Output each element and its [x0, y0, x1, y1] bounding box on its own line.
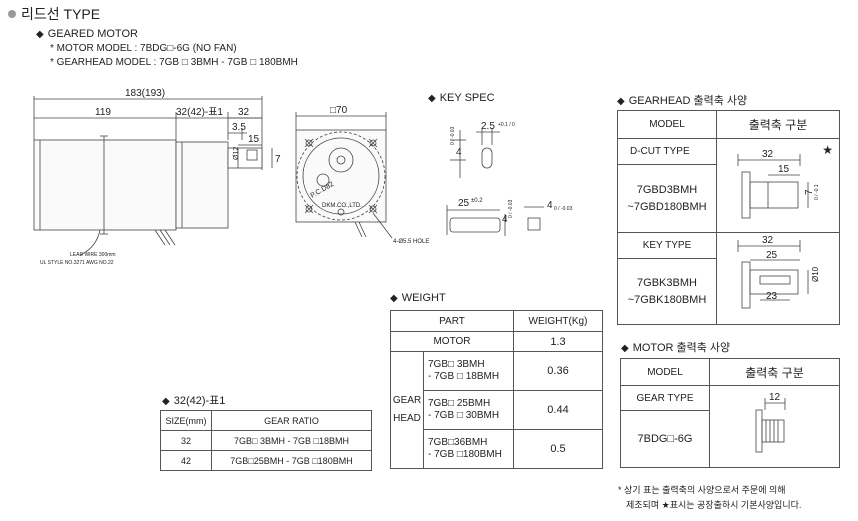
weight-row-1-line2: - 7GB □ 30BMH	[428, 410, 500, 421]
col-size: SIZE(mm)	[160, 410, 212, 431]
motor-model: 7BDG□-6G	[620, 410, 710, 468]
motor-label: MOTOR	[390, 331, 514, 352]
weight-row-0-line2: - 7GB □ 18BMH	[428, 371, 500, 382]
dim-phi12: Ø12	[233, 147, 240, 160]
key-25: 25	[458, 198, 470, 209]
motor-spec-heading-text: MOTOR 출력축 사양	[632, 342, 731, 354]
dim-3-5: 3.5	[232, 122, 246, 133]
dim-body: 119	[95, 107, 111, 118]
weight-table: PART WEIGHT(Kg) MOTOR 1.3 GEAR HEAD 7GB□…	[390, 310, 603, 469]
ratio-row-0-size: 32	[160, 430, 212, 451]
weight-row-0-value: 0.36	[513, 351, 603, 391]
col-spec: 출력축 구분	[716, 110, 840, 139]
col-ratio: GEAR RATIO	[211, 410, 372, 431]
dim-15: 15	[248, 134, 260, 145]
key-type-label: KEY TYPE	[617, 232, 717, 259]
gearhead-spec-heading-text: GEARHEAD 출력축 사양	[628, 95, 748, 107]
key-4c: 4	[547, 200, 553, 211]
weight-row-2-line1: 7GB□36BMH	[428, 437, 488, 448]
motor-model-line: * MOTOR MODEL : 7BDG□-6G (NO FAN)	[50, 43, 237, 54]
motor-shaft-cell	[709, 385, 840, 468]
diamond-icon: ◆	[36, 29, 44, 40]
lead-wire-2: UL STYLE NO.3271 AWG NO.22	[40, 260, 114, 266]
gear-ratio-table: SIZE(mm) GEAR RATIO 32 7GB□ 3BMH - 7GB □…	[160, 410, 372, 471]
motor-weight: 1.3	[513, 331, 603, 352]
key-tol-4c: 0 / -0.03	[554, 206, 573, 212]
gear-label-2: HEAD	[393, 413, 421, 424]
dcut-star: ★	[716, 138, 840, 233]
weight-heading-text: WEIGHT	[401, 292, 446, 304]
key-spec-heading-text: KEY SPEC	[439, 92, 495, 104]
diamond-icon: ◆	[162, 396, 170, 407]
key-tol-4a: 0 / -0.03	[450, 126, 456, 145]
gearhead-label: GEAR HEAD	[390, 351, 424, 469]
key-tol-4b: 0 / -0.03	[508, 199, 514, 218]
gear-label-1: GEAR	[392, 395, 422, 406]
geared-motor-heading-text: GEARED MOTOR	[47, 28, 138, 40]
key-4a: 4	[456, 147, 462, 158]
weight-row-2-value: 0.5	[513, 429, 603, 469]
page-title: 리드선 TYPE	[8, 4, 100, 24]
key-models: 7GBK3BMH ~7GBK180BMH	[617, 258, 717, 325]
dim-total: 183(193)	[125, 88, 165, 99]
col-weight: WEIGHT(Kg)	[513, 310, 603, 332]
motor-spec-heading: ◆MOTOR 출력축 사양	[621, 339, 730, 355]
geared-motor-heading: ◆GEARED MOTOR	[36, 28, 138, 40]
diamond-icon: ◆	[621, 343, 629, 354]
lead-wire-1: LEAD WIRE 300mm	[70, 252, 116, 258]
dcut-type-label: D-CUT TYPE	[617, 138, 717, 165]
hole-note: 4-Ø5.5 HOLE	[393, 239, 429, 245]
key-4b: 4	[502, 214, 508, 225]
bullet-dot-icon	[8, 10, 16, 18]
maker-label: DKM.CO.,LTD.	[322, 203, 362, 209]
weight-row-0-line1: 7GB□ 3BMH	[428, 359, 485, 370]
page-title-text: 리드선 TYPE	[21, 6, 101, 22]
note-line-1: * 상기 표는 출력축의 사양으로서 주문에 의해	[618, 485, 786, 495]
dcut-model-1: 7GBD3BMH	[636, 183, 698, 196]
diamond-icon: ◆	[617, 96, 625, 107]
weight-row-0-part: 7GB□ 3BMH - 7GB □ 18BMH	[423, 351, 514, 391]
ratio-row-1-ratio: 7GB□25BMH - 7GB □180BMH	[211, 450, 372, 471]
key-model-2: ~7GBK180BMH	[627, 293, 707, 306]
dim-square: □70	[330, 105, 348, 116]
key-spec-heading: ◆KEY SPEC	[428, 92, 495, 104]
motor-col-model: MODEL	[620, 358, 710, 386]
key-tol-2-5: +0.1 / 0	[498, 122, 515, 128]
motor-spec-table: MODEL 출력축 구분 GEAR TYPE 7BDG□-6G	[620, 358, 840, 468]
note-line-2: 제조되며 ★표시는 공장출하시 기본사양입니다.	[626, 500, 802, 510]
weight-heading: ◆WEIGHT	[390, 292, 446, 304]
diamond-icon: ◆	[428, 93, 436, 104]
key-tol-25: ±0.2	[471, 198, 483, 204]
diamond-icon: ◆	[390, 293, 398, 304]
key-2-5: 2.5	[481, 121, 495, 132]
gearhead-model-line: * GEARHEAD MODEL : 7GB □ 3BMH - 7GB □ 18…	[50, 57, 298, 68]
weight-row-1-part: 7GB□ 25BMH - 7GB □ 30BMH	[423, 390, 514, 430]
weight-row-2-part: 7GB□36BMH - 7GB □180BMH	[423, 429, 514, 469]
ratio-row-0-ratio: 7GB□ 3BMH - 7GB □18BMH	[211, 430, 372, 451]
ratio-row-1-size: 42	[160, 450, 212, 471]
weight-row-2-line2: - 7GB □180BMH	[428, 449, 502, 460]
motor-col-spec: 출력축 구분	[709, 358, 840, 386]
dcut-model-2: ~7GBD180BMH	[627, 200, 707, 213]
gear-type-label: GEAR TYPE	[620, 385, 710, 411]
col-part: PART	[390, 310, 514, 332]
dim-7: 7	[275, 154, 281, 165]
key-shaft-cell	[716, 232, 840, 325]
dcut-models: 7GBD3BMH ~7GBD180BMH	[617, 164, 717, 233]
key-model-1: 7GBK3BMH	[637, 276, 697, 289]
weight-row-1-value: 0.44	[513, 390, 603, 430]
dim-shaft-group: 32(42)-표1	[176, 107, 223, 118]
gearhead-spec-table: MODEL 출력축 구분 D-CUT TYPE ★ 7GBD3BMH ~7GBD…	[617, 110, 840, 325]
col-model: MODEL	[617, 110, 717, 139]
weight-row-1-line1: 7GB□ 25BMH	[428, 398, 491, 409]
gear-ratio-heading-text: 32(42)-표1	[173, 395, 226, 407]
gearhead-spec-heading: ◆GEARHEAD 출력축 사양	[617, 92, 747, 108]
dim-shaft: 32	[238, 107, 250, 118]
gear-ratio-heading: ◆32(42)-표1	[162, 392, 225, 408]
